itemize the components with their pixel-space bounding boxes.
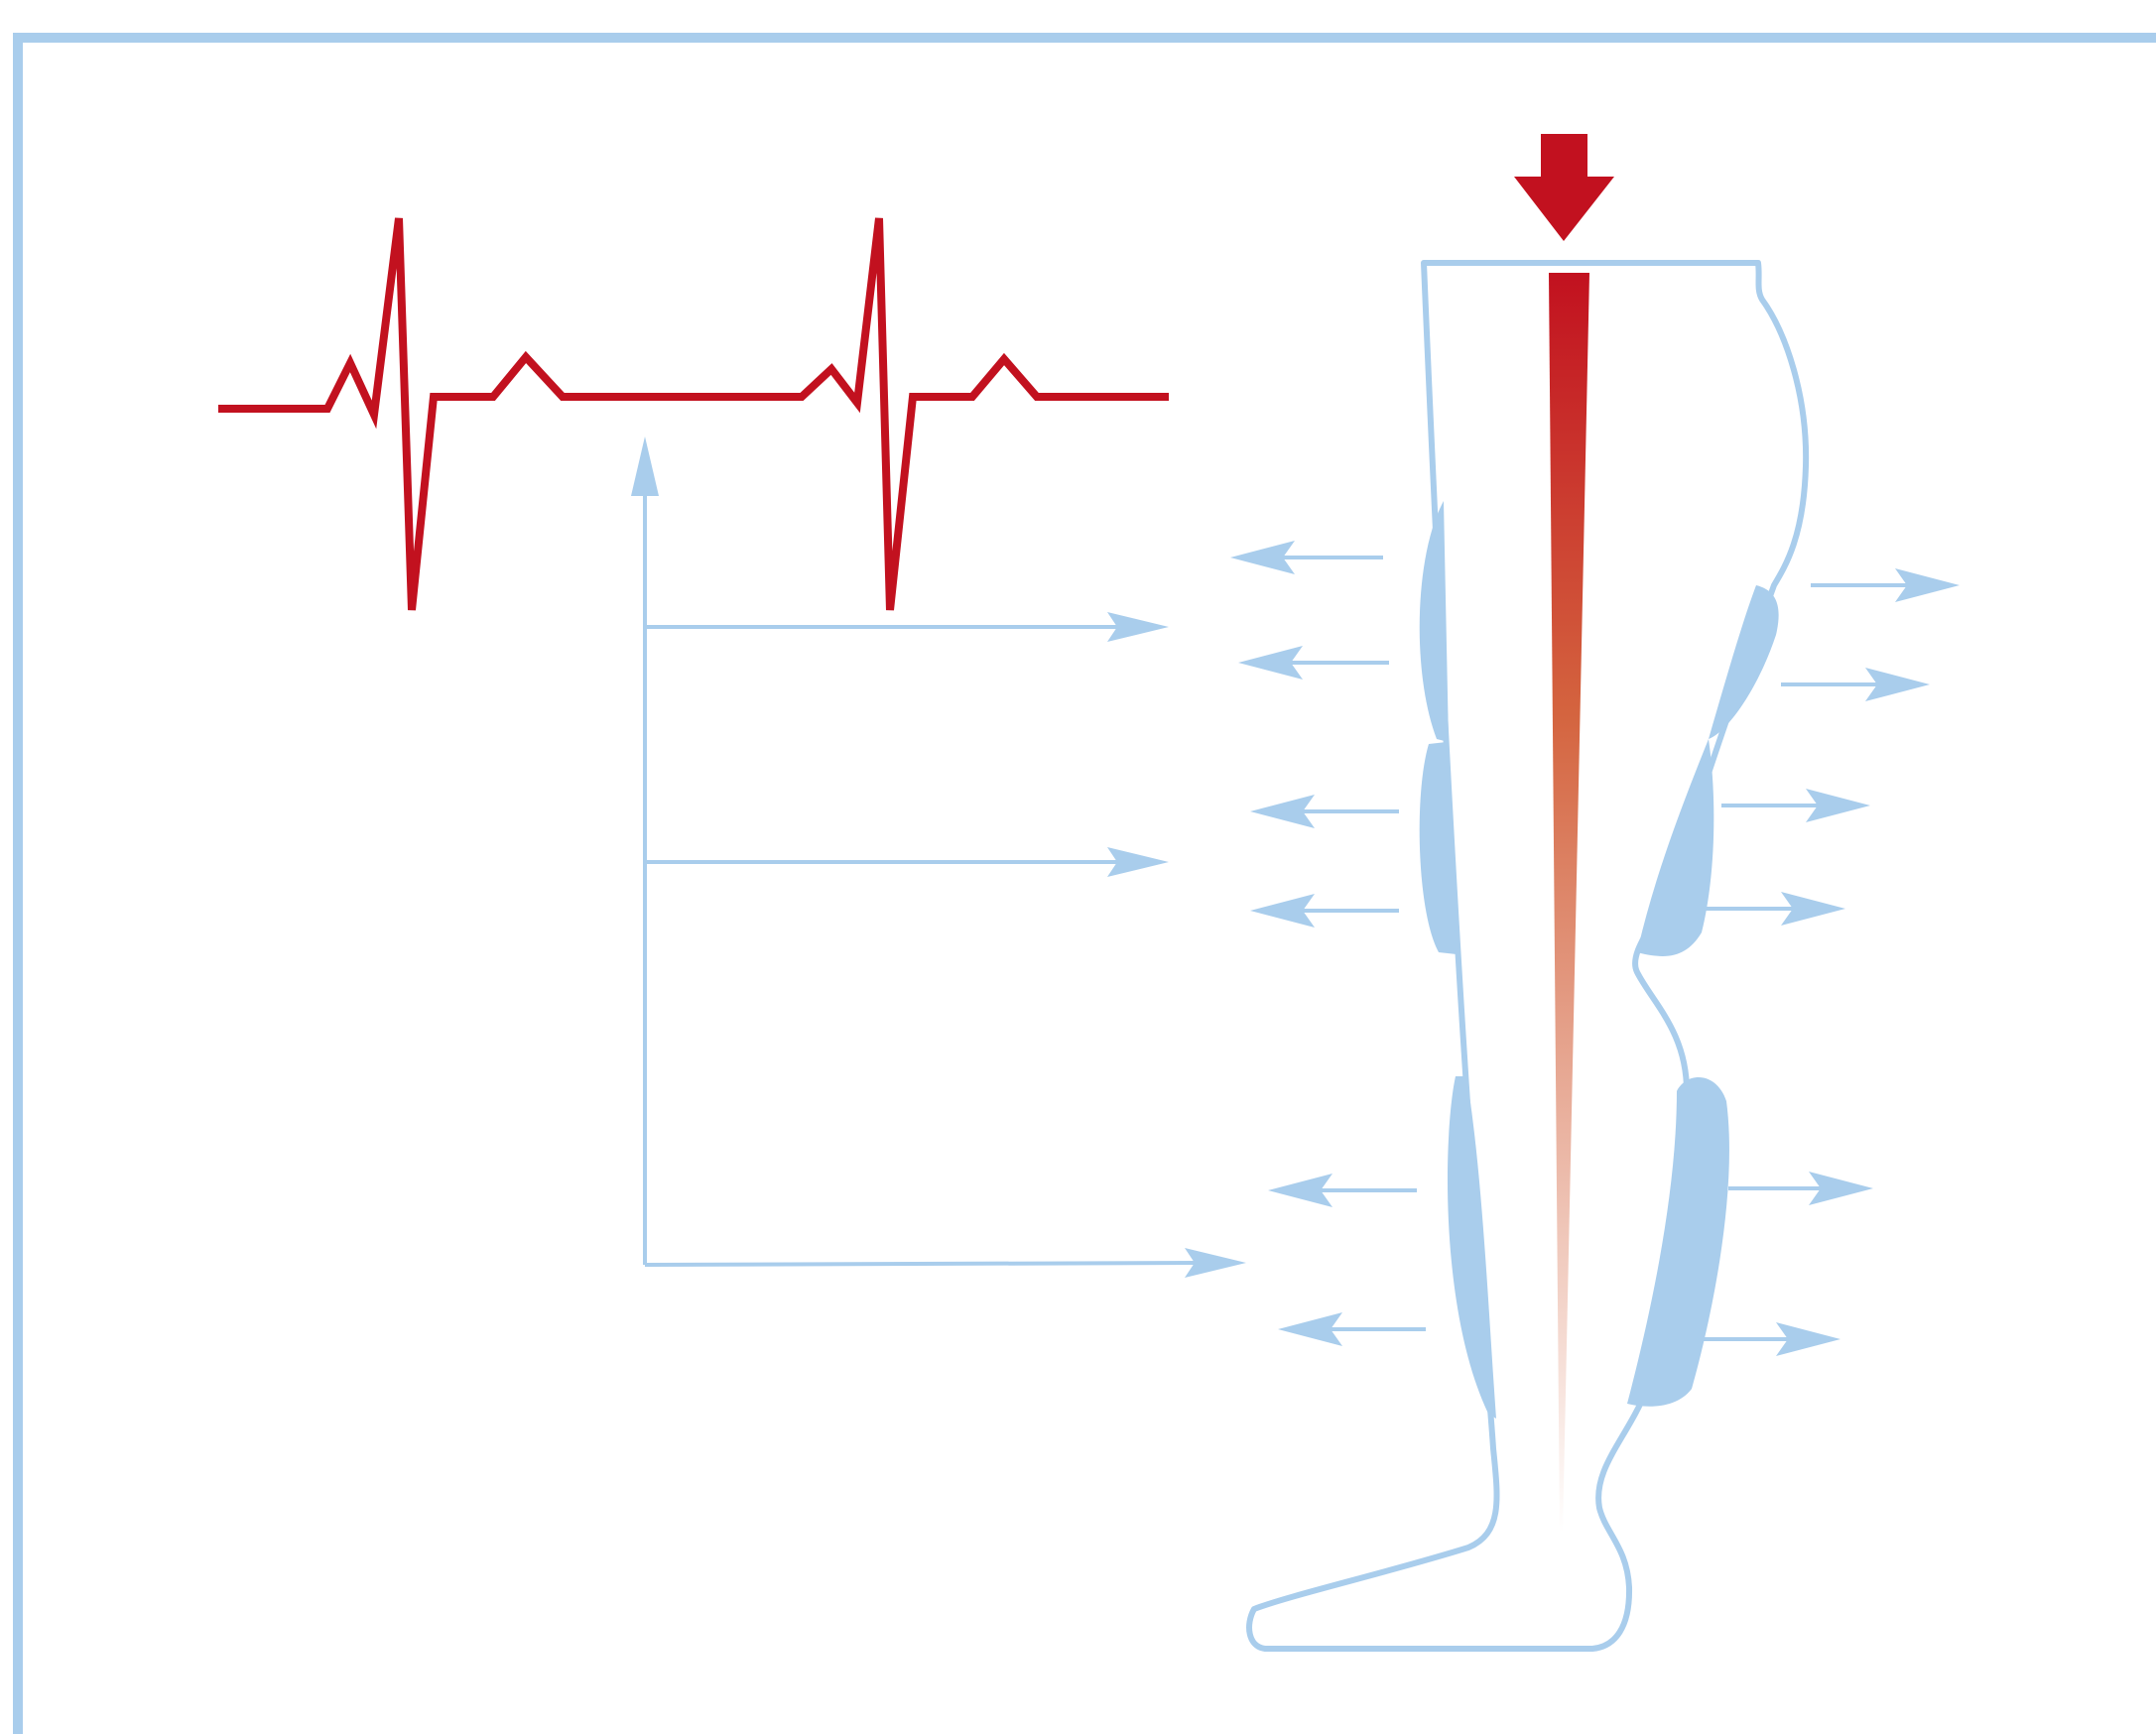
ecg-trigger-arrow xyxy=(631,436,659,1265)
pressure-arrow-right-5 xyxy=(1728,1172,1873,1205)
connector-thigh xyxy=(645,612,1169,642)
compression-arrow-icon xyxy=(1514,134,1614,241)
pressure-arrow-right-6 xyxy=(1695,1322,1840,1356)
pressure-arrow-left-6 xyxy=(1278,1312,1426,1346)
pressure-arrow-right-2 xyxy=(1781,668,1930,701)
pressure-arrow-left-4 xyxy=(1250,894,1399,928)
leg-outline xyxy=(1249,263,1806,1649)
pressure-arrow-right-3 xyxy=(1721,789,1870,822)
cuff-thigh-front xyxy=(1420,501,1449,742)
pressure-arrow-left-2 xyxy=(1238,646,1389,680)
pressure-arrow-left-3 xyxy=(1250,795,1399,828)
diagram-frame xyxy=(18,38,2156,1734)
ecg-waveform xyxy=(218,218,1169,610)
pressure-arrows-left xyxy=(1230,541,1426,1346)
connector-calf xyxy=(645,1248,1246,1278)
connector-knee xyxy=(645,847,1169,877)
pressure-arrow-right-1 xyxy=(1811,568,1960,602)
pressure-arrow-left-1 xyxy=(1230,541,1383,574)
pressure-arrow-right-4 xyxy=(1697,892,1845,926)
pressure-arrow-left-5 xyxy=(1268,1174,1417,1207)
